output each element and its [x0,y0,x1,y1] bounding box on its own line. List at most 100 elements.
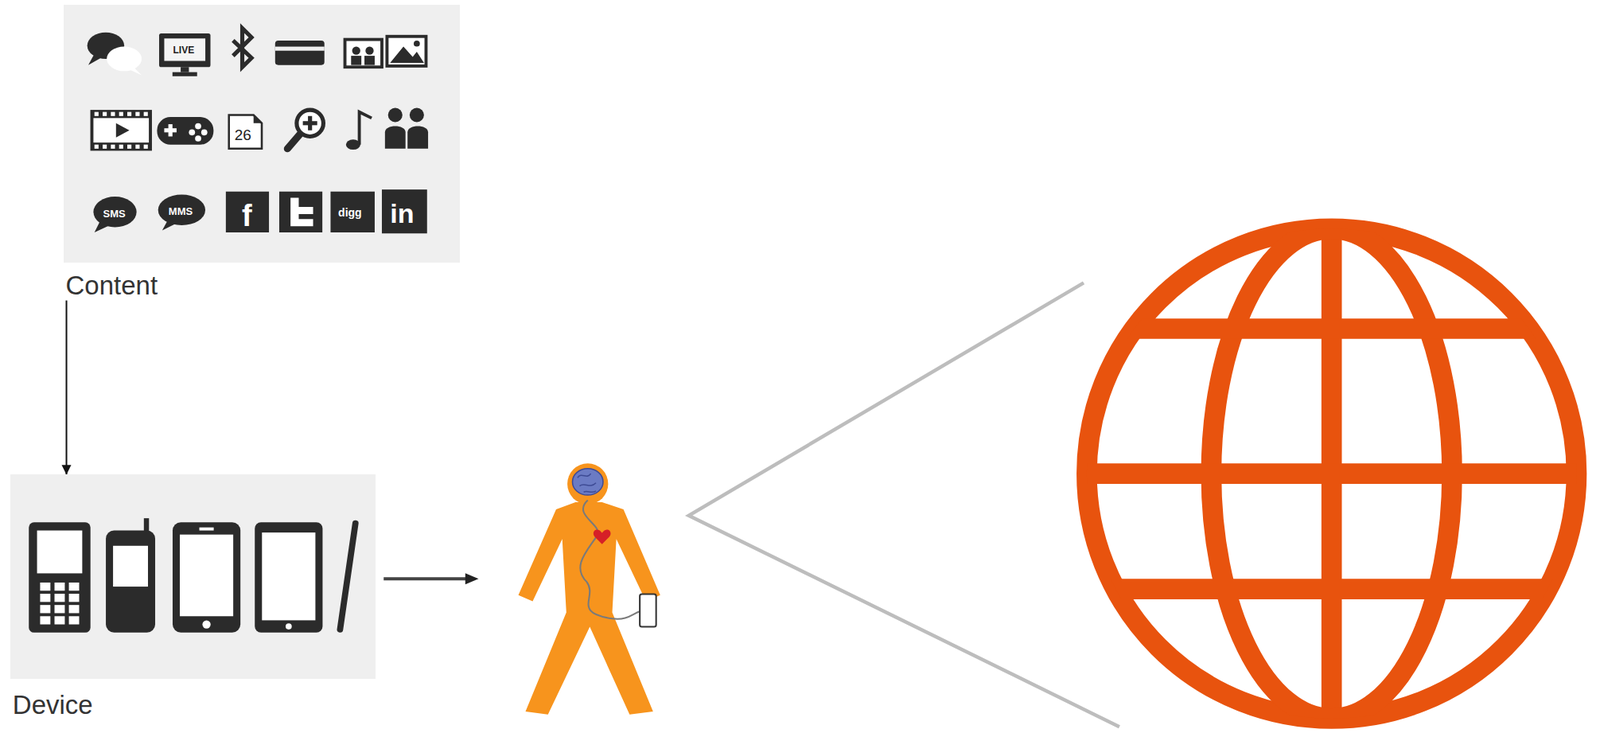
panel-ground [10,474,377,679]
linkedin-icon [381,190,428,234]
user-figure [518,463,661,715]
photos-icon [386,36,426,67]
icon-label: LIVE [173,45,195,55]
zoom-icon [307,116,312,131]
mobile-phone-icon [105,530,156,633]
device-icons [10,474,377,679]
video-icon [93,112,98,117]
video-icon [127,112,132,117]
mobile-phone-icon [112,545,148,587]
gamepad-icon [167,124,172,137]
photos-icon [350,56,362,67]
live-monitor-icon [159,33,211,77]
mobile-phone-icon [105,518,156,634]
panel-ground: LIVE26SMSMMSfdiggin [63,4,460,262]
globe-icon [1071,318,1593,339]
device-panel: Device [10,474,377,720]
zoom-icon [295,110,324,137]
feature-phone-icon [68,593,79,602]
video-icon [89,110,152,152]
video-icon [143,112,148,117]
twitter-icon [278,191,322,233]
people-icon [387,108,402,123]
user-figure [580,500,640,619]
tablet-icon [285,623,292,631]
smartphone-icon [202,620,211,629]
view-cone [689,282,1120,727]
gamepad-icon [200,129,207,137]
smartphone-icon [198,527,214,531]
feature-phone-icon [39,616,51,625]
device-to-user-arrow [383,572,479,584]
chat-icon [106,46,142,72]
chat-icon [128,67,142,76]
live-monitor-icon [159,33,211,67]
feature-phone-icon [28,522,90,634]
gamepad-icon [188,129,195,137]
zoom-icon [287,134,300,149]
card-icon [274,46,324,51]
people-icon [408,108,424,123]
card-icon [274,40,324,66]
gamepad-icon [194,136,202,143]
chat-icon [87,54,102,66]
digg-icon [330,191,374,233]
video-icon [118,144,123,149]
feature-phone-icon [68,582,79,591]
feature-phone-icon [68,616,79,625]
feature-phone-icon [68,605,79,614]
gamepad-icon [194,123,202,130]
linkedin-icon [381,190,428,234]
feature-phone-icon [54,605,65,614]
sms-icon [93,220,110,233]
feature-phone-icon [39,582,51,591]
feature-phone-icon [36,530,82,574]
device-to-user-arrow [465,572,479,584]
feature-phone-icon [39,593,51,602]
live-monitor-icon [163,38,206,62]
people-icon [384,126,405,149]
stylus-icon [339,523,355,630]
user-figure [593,529,612,545]
feature-phone-icon [39,605,51,614]
node-heading: Device [12,689,377,721]
smartphone-icon [179,534,234,617]
card-icon [274,40,324,66]
user-figure [572,468,603,495]
video-icon [93,118,149,144]
video-icon [135,144,140,149]
people-icon [384,108,428,149]
view-cone [689,282,1120,727]
mms-icon [161,219,176,231]
globe-icon [1071,463,1593,484]
calendar-icon [253,115,261,124]
facebook-icon [225,191,269,233]
photos-icon [389,46,425,64]
photos-icon [344,36,426,67]
sms-icon [93,197,137,234]
stylus-icon [339,523,355,630]
feature-phone-icon [54,582,65,591]
video-icon [135,112,140,117]
video-icon [93,144,98,149]
live-monitor-icon [171,72,197,77]
digg-icon [330,191,374,233]
twitter-icon [278,191,322,233]
mms-icon [157,194,205,231]
user-figure [577,473,596,492]
video-icon [115,123,129,138]
zoom-icon [287,110,324,150]
icon-label: SMS [103,208,126,219]
icon-label: digg [338,206,363,219]
globe-icon [1071,578,1593,600]
user-figure [639,594,657,627]
tablet-icon [254,522,323,634]
user-figure [567,463,608,504]
people-icon [407,126,429,149]
smartphone-icon [172,522,241,634]
bluetooth-icon [232,28,251,68]
video-icon [89,110,152,152]
icon-label: f [241,200,253,231]
calendar-icon [228,115,261,149]
video-icon [110,144,115,149]
